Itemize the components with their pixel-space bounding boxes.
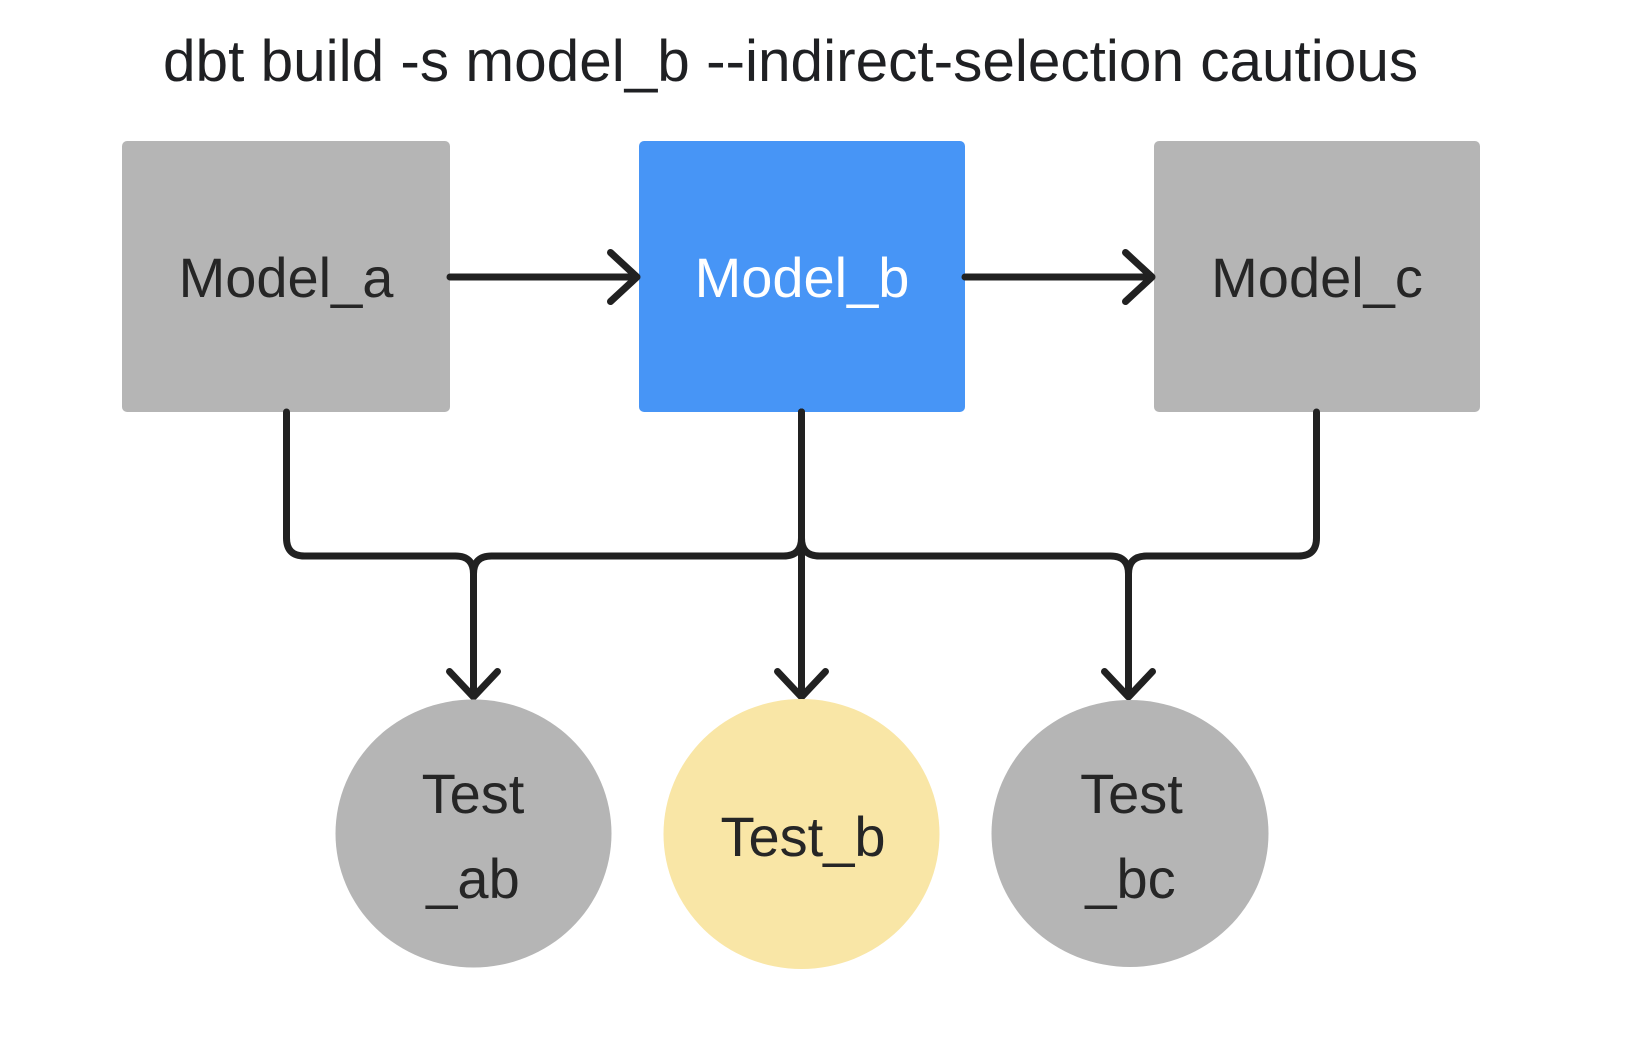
svg-text:Test: Test <box>1080 762 1183 825</box>
svg-text:Test_b: Test_b <box>721 805 886 868</box>
svg-text:_ab: _ab <box>425 847 519 910</box>
svg-text:Model_b: Model_b <box>695 246 910 309</box>
svg-text:Model_c: Model_c <box>1211 246 1423 309</box>
svg-text:dbt build -s model_b --indirec: dbt build -s model_b --indirect-selectio… <box>163 29 1418 94</box>
svg-text:_bc: _bc <box>1084 847 1175 910</box>
svg-text:Test: Test <box>422 762 525 825</box>
svg-text:Model_a: Model_a <box>179 246 395 309</box>
